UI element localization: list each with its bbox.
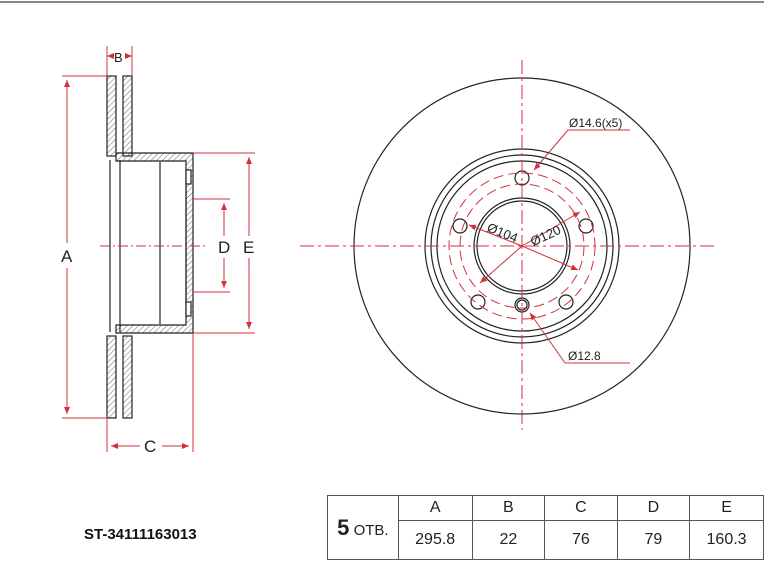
header-d: D [616,495,691,521]
dim-label-a: A [61,247,73,266]
value-e: 160.3 [689,520,764,560]
callout-pin-hole: Ø12.8 [568,349,601,363]
dimensions-table: 5 ОТВ. A B C D E 295.8 22 76 79 160.3 [327,495,764,560]
value-d: 79 [616,520,691,560]
holes-label: ОТВ. [353,521,389,539]
value-c: 76 [544,520,618,560]
bolt-hole [470,294,486,310]
callout-hub-bore: Ø104 [485,220,520,246]
dim-label-c: C [144,437,156,456]
table-values-row: 295.8 22 76 79 160.3 [328,520,764,560]
value-b: 22 [471,520,546,560]
header-b: B [471,495,546,521]
holes-count: 5 [337,514,350,540]
bolt-hole [578,218,594,234]
value-a: 295.8 [397,520,473,560]
part-number: ST-34111163013 [84,526,197,543]
dim-label-b: B [114,50,123,65]
table-header-row: 5 ОТВ. A B C D E [327,495,764,560]
dim-label-d: D [218,238,230,257]
front-view-dimensions [300,60,715,430]
side-view-dimensions [62,46,255,452]
bolt-hole [558,294,574,310]
callout-pcd: Ø120 [528,222,563,249]
callout-bolt-holes: Ø14.6(x5) [569,116,622,130]
holes-cell: 5 ОТВ. [327,495,399,560]
dim-label-e: E [243,238,254,257]
header-a: A [397,495,473,521]
header-e: E [689,495,764,521]
side-view [106,75,194,419]
header-c: C [544,495,618,521]
bolt-hole [452,218,468,234]
